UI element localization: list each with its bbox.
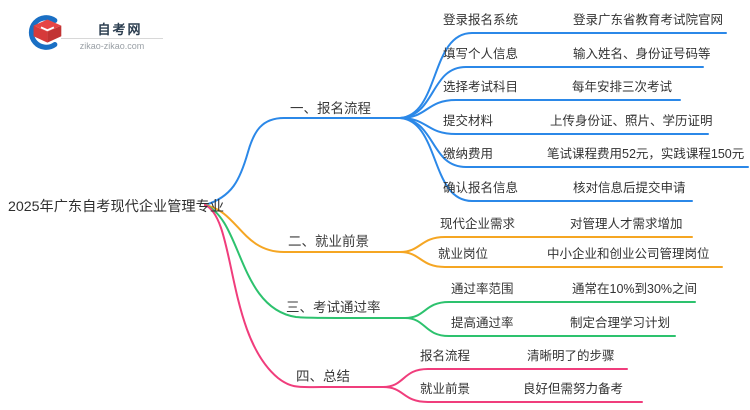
graduation-cap-icon [28,15,62,50]
branch-label-summary: 四、总结 [296,369,350,384]
node-value: 上传身份证、照片、学历证明 [550,114,713,128]
node-key: 缴纳费用 [443,147,494,161]
node-key: 登录报名系统 [443,13,519,27]
root-node: 2025年广东自考现代企业管理专业 [8,199,225,215]
node-value: 通常在10%到30%之间 [572,282,698,296]
node-value: 登录广东省教育考试院官网 [573,13,724,27]
node-value: 笔试课程费用52元，实践课程150元 [547,147,745,161]
node-key: 现代企业需求 [440,217,516,231]
node-key: 通过率范围 [451,282,514,296]
node-key: 提交材料 [443,114,494,128]
node-value: 核对信息后提交申请 [573,181,686,195]
node-value: 对管理人才需求增加 [570,217,683,231]
branch-label-registration: 一、报名流程 [290,101,371,116]
site-name: 自考网 [97,22,143,37]
node-key: 填写个人信息 [443,47,519,61]
node-value: 清晰明了的步骤 [527,349,615,363]
node-key: 确认报名信息 [443,181,519,195]
node-value: 良好但需努力备考 [523,382,624,396]
node-key: 报名流程 [420,349,471,363]
node-value: 中小企业和创业公司管理岗位 [547,247,710,261]
node-value: 制定合理学习计划 [570,316,671,330]
logo-divider [61,38,163,39]
node-key: 就业岗位 [438,247,489,261]
site-url: zikao-zikao.com [79,41,145,51]
node-value: 每年安排三次考试 [572,80,673,94]
site-logo[interactable]: 自考网 zikao-zikao.com [28,13,163,55]
node-value: 输入姓名、身份证号码等 [573,47,711,61]
node-key: 提高通过率 [451,316,514,330]
branch-label-employment: 二、就业前景 [288,234,369,249]
node-key: 选择考试科目 [443,80,519,94]
branch-label-passrate: 三、考试通过率 [286,300,381,315]
node-key: 就业前景 [420,382,471,396]
